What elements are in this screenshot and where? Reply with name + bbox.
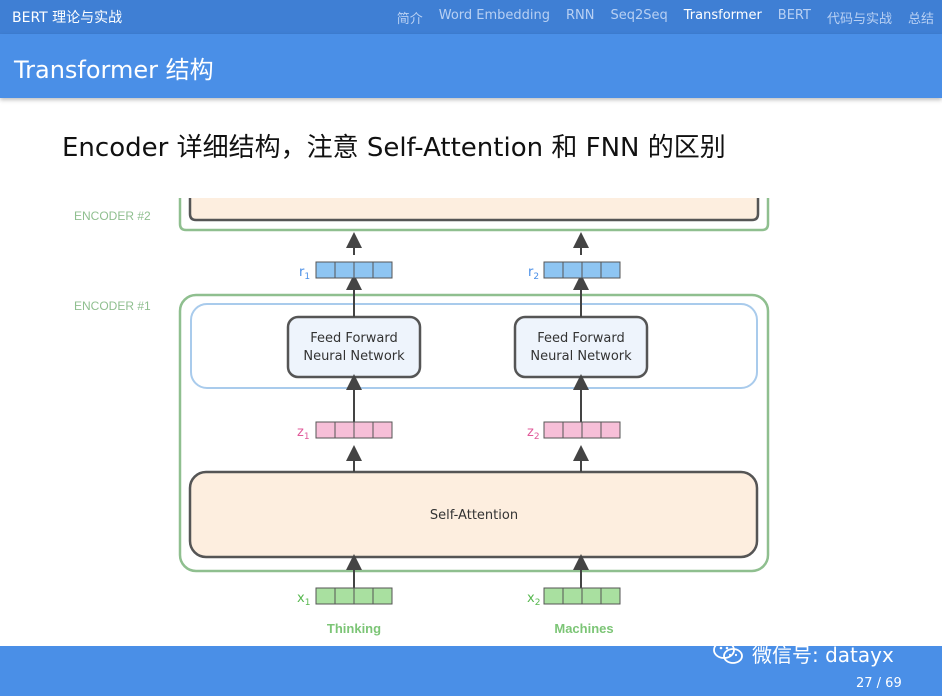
ffn-label-2a: Feed Forward	[537, 331, 624, 346]
z1-vector	[315, 421, 393, 439]
nav-link-1[interactable]: Word Embedding	[438, 7, 551, 23]
watermark-text: 微信号: datayx	[752, 642, 894, 667]
encoder-diagram: ENCODER #2 ENCODER #1 Feed Forward Neura…	[74, 198, 770, 636]
x1-cell-1	[334, 587, 355, 605]
r1-cell-3	[372, 261, 393, 279]
x1-label: x1	[297, 591, 310, 608]
ffn-box-2	[513, 315, 649, 379]
x1-cell-0	[315, 587, 336, 605]
x2-cell-0	[543, 587, 564, 605]
ffn-box-1	[286, 315, 422, 379]
self-attention-label: Self-Attention	[430, 508, 518, 523]
self-attention-box	[188, 470, 759, 559]
z1-label: z1	[297, 425, 310, 442]
r2-cell-3	[600, 261, 621, 279]
encoder2-attention-layer	[188, 198, 760, 222]
r1-cell-0	[315, 261, 336, 279]
encoder2-label: ENCODER #2	[74, 209, 151, 223]
x2-cell-3	[600, 587, 621, 605]
encoder1-label: ENCODER #1	[74, 299, 151, 313]
x1-cell-2	[353, 587, 374, 605]
z1-cell-2	[353, 421, 374, 439]
x2-label: x2	[527, 591, 540, 608]
z2-cell-1	[562, 421, 583, 439]
ffn-label-1b: Neural Network	[303, 349, 405, 364]
ffn-label-1a: Feed Forward	[310, 331, 397, 346]
nav-link-4[interactable]: Transformer	[683, 7, 762, 23]
wechat-icon	[713, 641, 743, 664]
r1-vector	[315, 261, 393, 279]
z2-cell-2	[581, 421, 602, 439]
watermark: 微信号: datayx	[712, 636, 894, 670]
nav-link-7[interactable]: 总结	[907, 11, 934, 27]
x1-vector	[315, 587, 393, 605]
nav-link-0[interactable]: 简介	[396, 11, 423, 27]
z1-cell-1	[334, 421, 355, 439]
ffn-group	[190, 303, 758, 389]
z2-label: z2	[527, 425, 540, 442]
top-navigation-bar: BERT 理论与实战 简介 Word Embedding RNN Seq2Seq Tra…	[0, 0, 942, 34]
section-links: 简介 Word Embedding RNN Seq2Seq Transformer BER…	[397, 8, 934, 27]
word-thinking: Thinking	[327, 621, 381, 636]
z2-cell-3	[600, 421, 621, 439]
slide-title: Transformer 结构	[14, 56, 214, 84]
z2-cell-0	[543, 421, 564, 439]
flow-arrows	[346, 232, 589, 588]
page-number: 27 / 69	[856, 676, 902, 691]
presentation-title[interactable]: BERT 理论与实战	[12, 10, 123, 26]
slide-title-bar: Transformer 结构	[0, 34, 942, 98]
r2-cell-2	[581, 261, 602, 279]
r2-vector	[543, 261, 621, 279]
nav-link-2[interactable]: RNN	[566, 7, 595, 23]
encoder1-frame	[178, 293, 770, 573]
z1-cell-3	[372, 421, 393, 439]
slide-heading: Encoder 详细结构，注意 Self-Attention 和 FNN 的区别	[62, 133, 726, 163]
x2-cell-2	[581, 587, 602, 605]
r2-label: r2	[528, 265, 539, 282]
x2-cell-1	[562, 587, 583, 605]
nav-link-3[interactable]: Seq2Seq	[610, 7, 668, 23]
nav-link-6[interactable]: 代码与实战	[826, 11, 892, 27]
ffn-label-2b: Neural Network	[530, 349, 632, 364]
word-machines: Machines	[554, 621, 613, 636]
encoder2-frame	[178, 198, 770, 232]
footer-bar	[0, 646, 942, 696]
z1-cell-0	[315, 421, 336, 439]
r2-cell-0	[543, 261, 564, 279]
nav-link-5[interactable]: BERT	[777, 7, 811, 23]
r1-label: r1	[299, 265, 310, 282]
x2-vector	[543, 587, 621, 605]
r2-cell-1	[562, 261, 583, 279]
z2-vector	[543, 421, 621, 439]
r1-cell-2	[353, 261, 374, 279]
x1-cell-3	[372, 587, 393, 605]
r1-cell-1	[334, 261, 355, 279]
